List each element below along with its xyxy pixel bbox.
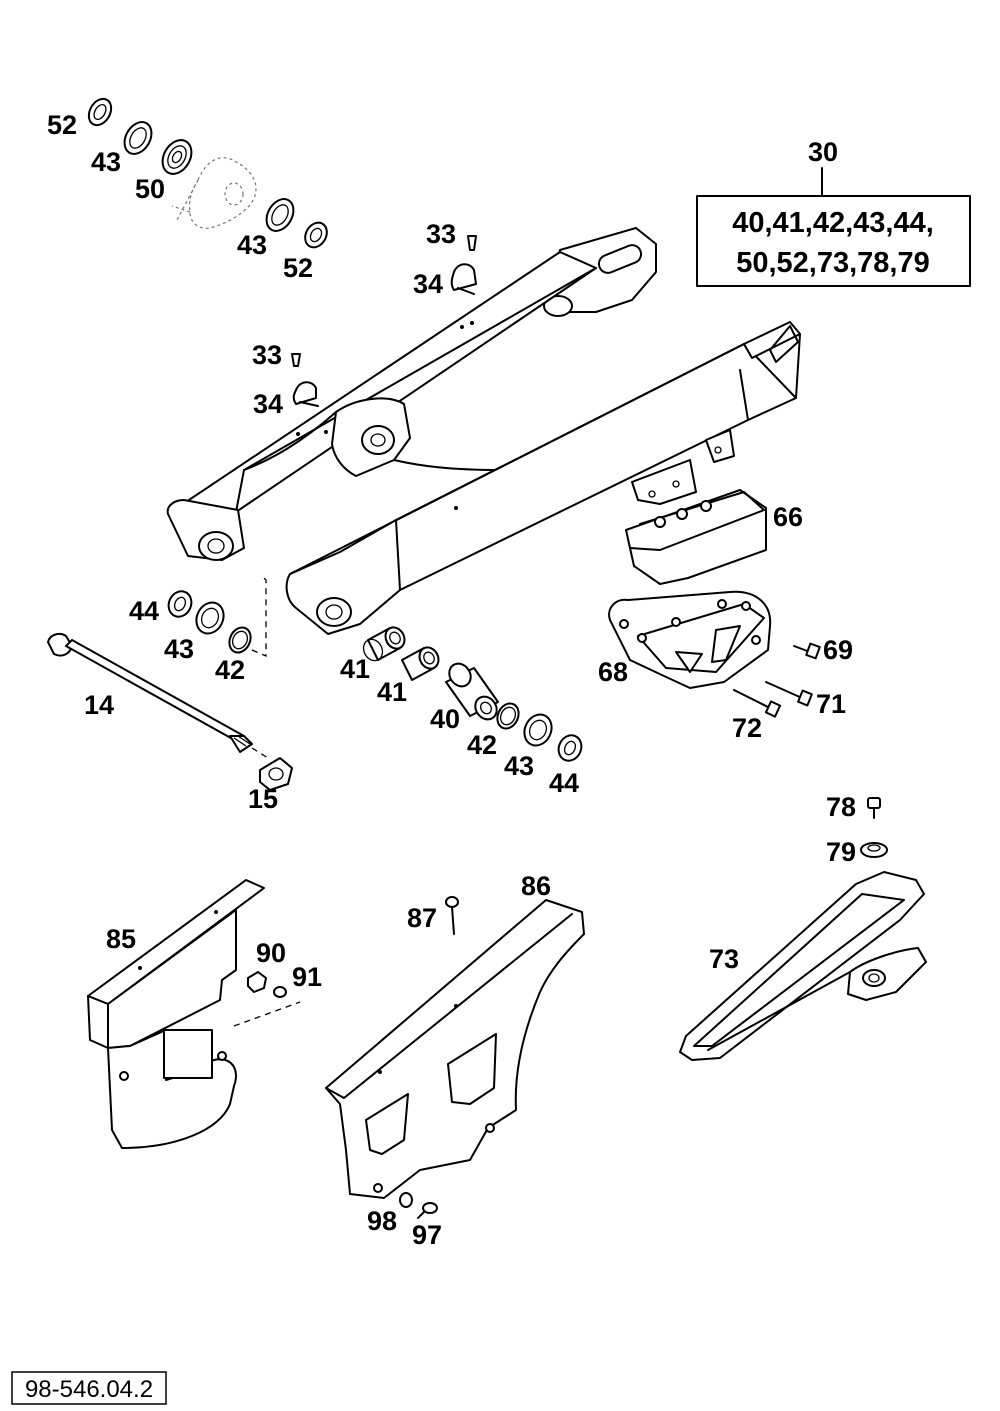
needle-bearing-41-a bbox=[362, 626, 406, 662]
label-50: 50 bbox=[135, 174, 165, 204]
sleeve-40 bbox=[445, 662, 499, 721]
swingarm bbox=[166, 227, 801, 635]
seal-ring-52-top bbox=[87, 97, 113, 127]
chain-slider-73 bbox=[679, 871, 927, 1061]
label-78: 78 bbox=[826, 792, 856, 822]
label-73: 73 bbox=[709, 944, 739, 974]
label-90: 90 bbox=[256, 938, 286, 968]
chain-guide-slider-66 bbox=[625, 489, 767, 585]
label-40: 40 bbox=[430, 704, 460, 734]
label-52: 52 bbox=[47, 110, 77, 140]
part-labels: 52 43 50 43 52 30 33 34 33 34 66 44 43 4… bbox=[47, 110, 856, 1250]
chain-guard-86 bbox=[325, 899, 585, 1199]
bolt-72 bbox=[733, 689, 782, 718]
label-52: 52 bbox=[283, 253, 313, 283]
kit-line-1: 40,41,42,43,44, bbox=[732, 207, 934, 239]
spacer-ring-43-mid bbox=[265, 198, 295, 232]
label-33: 33 bbox=[426, 219, 456, 249]
seal-ring-52-mid bbox=[304, 221, 328, 249]
washer-98 bbox=[399, 1192, 413, 1208]
label-42: 42 bbox=[215, 655, 245, 685]
label-66: 66 bbox=[773, 502, 803, 532]
bolt-71 bbox=[765, 681, 813, 707]
label-43: 43 bbox=[91, 147, 121, 177]
screw-97 bbox=[417, 1202, 438, 1219]
label-69: 69 bbox=[823, 635, 853, 665]
label-42: 42 bbox=[467, 730, 497, 760]
chain-guide-68 bbox=[608, 590, 772, 689]
brake-line-clamp-lower bbox=[291, 353, 319, 407]
label-34: 34 bbox=[413, 269, 443, 299]
bearing-50 bbox=[161, 139, 193, 175]
pivot-axle-14 bbox=[47, 633, 269, 759]
label-15: 15 bbox=[248, 784, 278, 814]
label-41: 41 bbox=[340, 654, 370, 684]
brake-line-clamp-upper bbox=[450, 235, 477, 295]
spacer-ring-43-top bbox=[123, 121, 153, 155]
pivot-left-set bbox=[167, 575, 267, 657]
drawing-reference: 98-546.04.2 bbox=[11, 1371, 167, 1405]
label-98: 98 bbox=[367, 1206, 397, 1236]
label-44: 44 bbox=[129, 596, 159, 626]
axle-nut-15 bbox=[259, 757, 293, 791]
reference-number: 98-546.04.2 bbox=[25, 1376, 153, 1403]
washer-91 bbox=[273, 986, 287, 998]
kit-contents-box: 40,41,42,43,44, 50,52,73,78,79 bbox=[696, 167, 971, 287]
label-72: 72 bbox=[732, 713, 762, 743]
nut-90 bbox=[247, 971, 267, 993]
label-86: 86 bbox=[521, 871, 551, 901]
washer-79 bbox=[860, 842, 888, 858]
kit-line-2: 50,52,73,78,79 bbox=[736, 247, 930, 279]
label-43: 43 bbox=[504, 751, 534, 781]
label-41: 41 bbox=[377, 677, 407, 707]
label-71: 71 bbox=[816, 689, 846, 719]
label-97: 97 bbox=[412, 1220, 442, 1250]
label-85: 85 bbox=[106, 924, 136, 954]
label-87: 87 bbox=[407, 903, 437, 933]
label-34: 34 bbox=[253, 389, 283, 419]
label-43: 43 bbox=[237, 230, 267, 260]
upper-bearing-stack bbox=[87, 97, 328, 249]
needle-bearing-41-b bbox=[401, 646, 440, 681]
label-14: 14 bbox=[84, 690, 114, 720]
chain-guard-85 bbox=[87, 879, 265, 1149]
label-68: 68 bbox=[598, 657, 628, 687]
label-43: 43 bbox=[164, 634, 194, 664]
bolt-69 bbox=[793, 642, 821, 660]
label-91: 91 bbox=[292, 962, 322, 992]
label-79: 79 bbox=[826, 837, 856, 867]
label-30: 30 bbox=[808, 137, 838, 167]
label-44: 44 bbox=[549, 768, 579, 798]
screw-78 bbox=[867, 797, 881, 819]
pivot-right-set bbox=[362, 626, 583, 762]
label-33: 33 bbox=[252, 340, 282, 370]
screw-87 bbox=[445, 896, 459, 935]
